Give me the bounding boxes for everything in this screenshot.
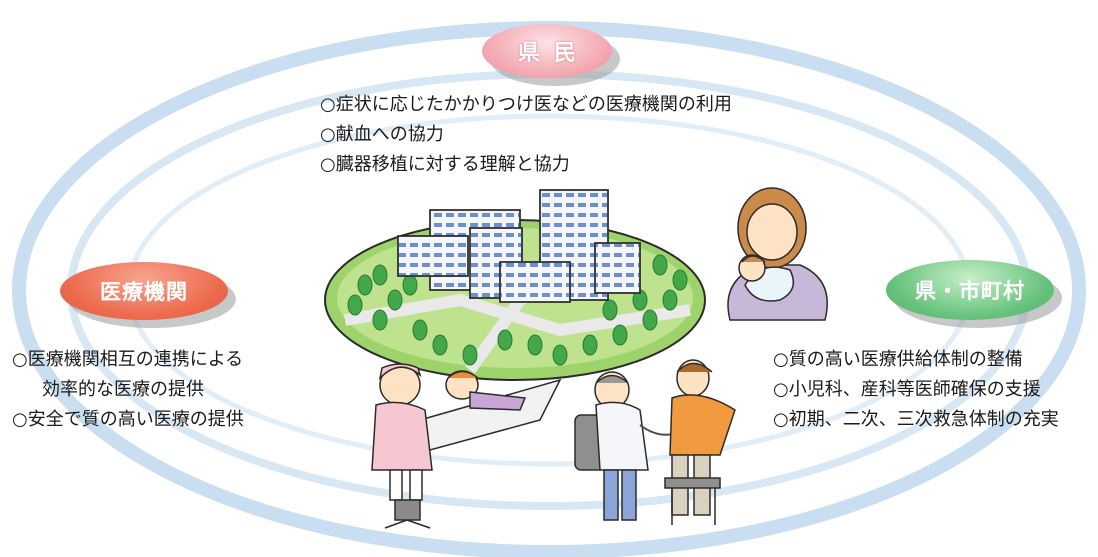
iryo-badge: 医療機関 <box>60 262 228 320</box>
mother-baby-illustration <box>727 187 828 321</box>
nurse-patient-illustration <box>371 363 562 529</box>
hospital-illustration <box>324 189 706 381</box>
iryo-item: ○医療機関相互の連携による <box>12 349 244 370</box>
ken-badge: 県・市町村 <box>886 260 1054 320</box>
kenmin-item: ○献血への協力 <box>320 124 444 145</box>
ken-list: ○質の高い医療供給体制の整備 ○小児科、産科等医師確保の支援 ○初期、二次、三次… <box>773 345 1059 435</box>
iryo-list: ○医療機関相互の連携による 効率的な医療の提供 ○安全で質の高い医療の提供 <box>12 345 244 435</box>
iryo-item: ○安全で質の高い医療の提供 <box>12 409 244 430</box>
doctor-patient-illustration <box>574 359 736 525</box>
ken-item: ○質の高い医療供給体制の整備 <box>773 349 1023 370</box>
kenmin-item: ○臓器移植に対する理解と協力 <box>320 154 570 175</box>
iryo-item: 効率的な医療の提供 <box>42 379 204 400</box>
ken-item: ○初期、二次、三次救急体制の充実 <box>773 409 1059 430</box>
kenmin-item: ○症状に応じたかかりつけ医などの医療機関の利用 <box>320 94 732 115</box>
kenmin-badge: 県民 <box>482 24 612 78</box>
kenmin-list: ○症状に応じたかかりつけ医などの医療機関の利用 ○献血への協力 ○臓器移植に対す… <box>320 90 732 180</box>
ken-item: ○小児科、産科等医師確保の支援 <box>773 379 1041 400</box>
